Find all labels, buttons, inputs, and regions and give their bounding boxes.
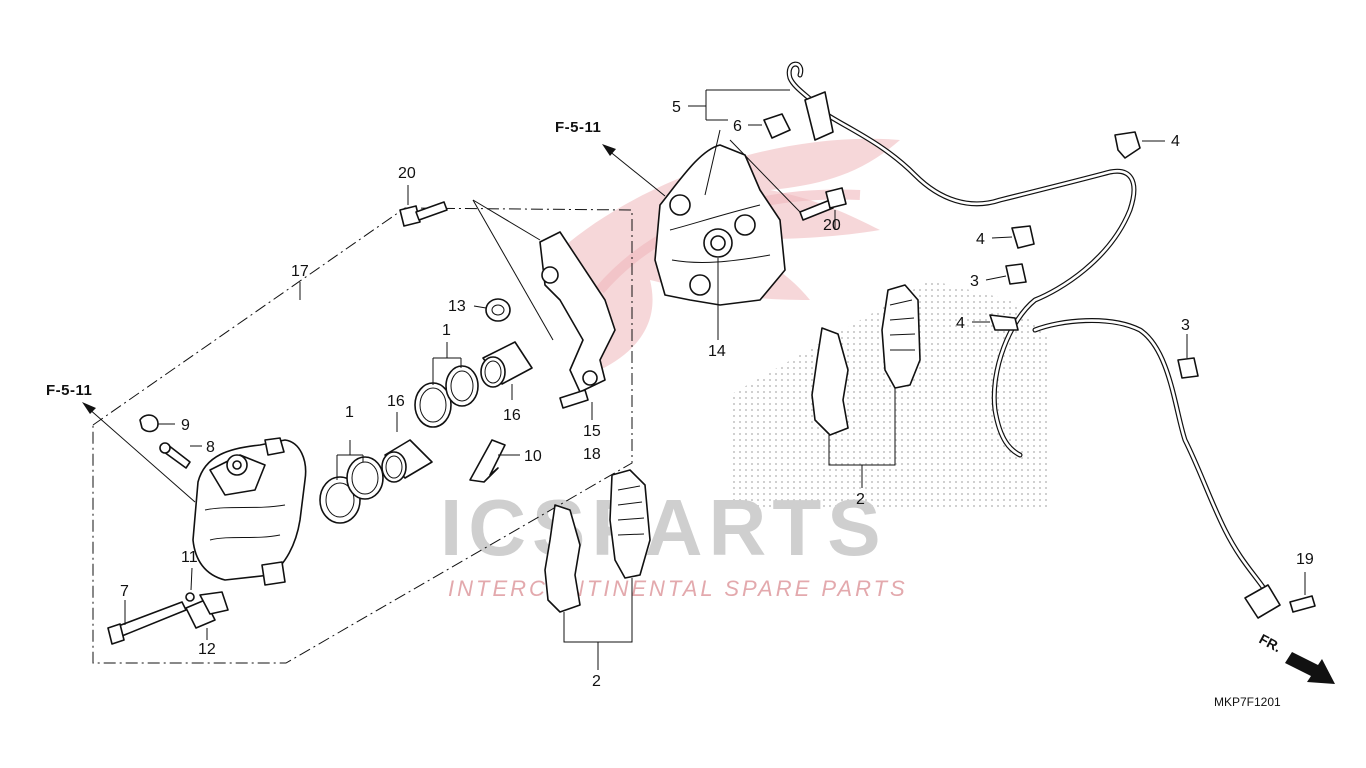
wire-clip-right bbox=[1177, 357, 1199, 379]
callout-14: 14 bbox=[708, 343, 726, 360]
callout-18: 18 bbox=[583, 446, 601, 463]
piston-upper bbox=[480, 341, 533, 388]
callout-19: 19 bbox=[1296, 551, 1314, 568]
callout-11: 11 bbox=[181, 549, 198, 566]
callout-3: 3 bbox=[970, 273, 979, 290]
callout-2: 2 bbox=[592, 673, 601, 690]
small-plug bbox=[185, 592, 195, 602]
pin-bolt bbox=[185, 591, 229, 629]
pad-spring bbox=[469, 439, 506, 483]
wire-clip-mid-b bbox=[1005, 263, 1027, 285]
front-direction-arrow bbox=[1285, 652, 1335, 684]
front-direction-label: FR. bbox=[1257, 631, 1284, 656]
callout-8: 8 bbox=[206, 439, 215, 456]
dotted-area-watermark bbox=[730, 280, 1050, 510]
mounting-bolt-right bbox=[799, 187, 847, 221]
callout-16: 16 bbox=[503, 407, 521, 424]
callout-10: 10 bbox=[524, 448, 542, 465]
callout-13: 13 bbox=[448, 298, 466, 315]
wire-clip-mid-c bbox=[989, 314, 1019, 331]
callout-15: 15 bbox=[583, 423, 601, 440]
callout-9: 9 bbox=[181, 417, 190, 434]
caliper-pin bbox=[107, 601, 187, 645]
callout-17: 17 bbox=[291, 263, 309, 280]
callout-6: 6 bbox=[733, 118, 742, 135]
callout-3: 3 bbox=[1181, 317, 1190, 334]
caliper-bracket bbox=[539, 231, 616, 409]
callout-7: 7 bbox=[120, 583, 129, 600]
bleeder-cap bbox=[139, 414, 159, 433]
callout-16: 16 bbox=[387, 393, 405, 410]
brake-pad-lower bbox=[544, 469, 651, 613]
abs-sensor-wire bbox=[786, 61, 1281, 619]
callout-2: 2 bbox=[856, 491, 865, 508]
callout-20: 20 bbox=[398, 165, 416, 182]
callout-20: 20 bbox=[823, 217, 841, 234]
left-caliper-body bbox=[192, 437, 307, 586]
callout-1: 1 bbox=[345, 404, 354, 421]
wire-clip-top-right bbox=[1114, 131, 1141, 159]
watermark-tagline: INTERCONTINENTAL SPARE PARTS bbox=[448, 576, 908, 601]
watermark: ICSPARTS INTERCONTINENTAL SPARE PARTS bbox=[440, 138, 1050, 601]
piston-lower bbox=[381, 439, 433, 483]
callout-4: 4 bbox=[1171, 133, 1180, 150]
piston-seals-lower bbox=[319, 456, 384, 524]
diagram-code: MKP7F1201 bbox=[1214, 695, 1281, 709]
dust-seal bbox=[485, 298, 511, 322]
sensor-bolt bbox=[1289, 595, 1316, 613]
bleeder-screw bbox=[159, 442, 191, 469]
wire-clip-mid-a bbox=[1011, 225, 1035, 249]
brake-pad-upper bbox=[811, 284, 921, 436]
callout-5: 5 bbox=[672, 99, 681, 116]
watermark-brand: ICSPARTS bbox=[440, 483, 887, 572]
reference-top: F-5-11 bbox=[555, 119, 601, 136]
reference-left: F-5-11 bbox=[46, 382, 92, 399]
leader-lines bbox=[82, 89, 1306, 670]
right-caliper-body bbox=[654, 144, 786, 306]
callout-1: 1 bbox=[442, 322, 451, 339]
callout-4: 4 bbox=[976, 231, 985, 248]
piston-seals-upper bbox=[414, 365, 479, 428]
grommet-6 bbox=[763, 113, 791, 139]
mounting-bolt-left bbox=[399, 201, 448, 227]
callout-4: 4 bbox=[956, 315, 965, 332]
callout-12: 12 bbox=[198, 641, 216, 658]
